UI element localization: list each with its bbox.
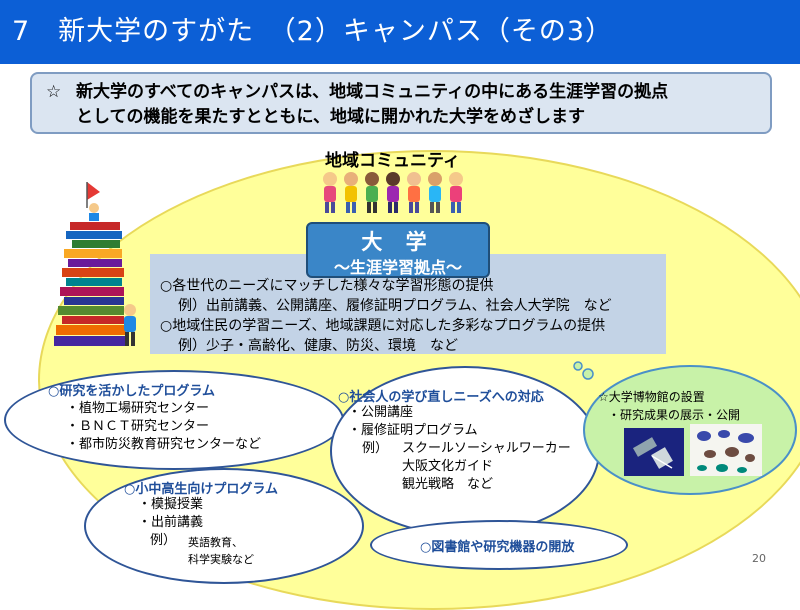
research-programs-bubble: ○研究を活かしたプログラム ・植物工場研究センター ・ＢＮＣＴ研究センター ・都… [4, 370, 344, 470]
school-example-label: 例） [150, 533, 177, 548]
child-figure-icon [124, 304, 136, 346]
satellite-icon [624, 428, 684, 476]
school-programs-bubble: ○小中高生向けプログラム ・模擬授業 ・出前講義 例） 英語教育、 科学実験など [84, 468, 364, 584]
school-item-2: ・出前講義 [138, 515, 204, 530]
research-programs-heading: ○研究を活かしたプログラム [48, 384, 215, 399]
book-stack-illustration [54, 182, 128, 346]
university-subtitle: ～生涯学習拠点～ [333, 258, 462, 277]
child-figures [323, 172, 463, 213]
research-item-1: ・植物工場研究センター [66, 401, 210, 416]
adult-example-1: スクールソーシャルワーカー [402, 441, 571, 456]
adult-relearning-heading: ○社会人の学び直しニーズへの対応 [338, 390, 544, 405]
notice-line-1: 新大学のすべてのキャンパスは、地域コミュニティの中にある生涯学習の拠点 [76, 82, 669, 102]
star-icon: ☆ [46, 82, 62, 102]
adult-example-2: 大阪文化ガイド [402, 459, 494, 474]
research-item-3: ・都市防災教育研究センターなど [66, 437, 262, 452]
adult-relearning-bubble: ○社会人の学び直しニーズへの対応 ・公開講座 ・履修証明プログラム 例） スクー… [330, 366, 600, 536]
school-item-1: ・模擬授業 [138, 497, 204, 512]
adult-item-2: ・履修証明プログラム [348, 423, 478, 438]
children-illustration [323, 172, 463, 213]
learning-form-1: ○各世代のニーズにマッチした様々な学習形態の提供 [160, 278, 494, 294]
university-box: 大 学 ～生涯学習拠点～ [306, 222, 490, 278]
notice-box: ☆ 新大学のすべてのキャンパスは、地域コミュニティの中にある生涯学習の拠点 として… [30, 72, 772, 134]
school-example-2: 科学実験など [188, 553, 254, 566]
butterfly-collection-icon [690, 424, 762, 476]
adult-example-3: 観光戦略 など [402, 477, 494, 492]
page-number: 20 [752, 552, 766, 565]
learning-form-2: ○地域住民の学習ニーズ、地域課題に対応した多彩なプログラムの提供 [160, 318, 606, 334]
museum-item: ・研究成果の展示・公開 [608, 408, 741, 422]
learning-form-2-example: 例）少子・高齢化、健康、防災、環境 など [178, 338, 458, 354]
school-programs-heading: ○小中高生向けプログラム [124, 482, 278, 497]
museum-heading: ☆大学博物館の設置 [598, 390, 705, 404]
school-example-1: 英語教育、 [188, 536, 243, 549]
library-bubble: ○図書館や研究機器の開放 [370, 520, 628, 570]
notice-line-2: としての機能を果たすとともに、地域に開かれた大学をめざします [76, 107, 585, 127]
page-title: 7 新大学のすがた （2）キャンパス（その3） [0, 0, 800, 64]
library-heading: ○図書館や研究機器の開放 [420, 540, 575, 555]
adult-item-1: ・公開講座 [348, 405, 414, 420]
university-title: 大 学 [361, 230, 435, 254]
learning-form-1-example: 例）出前講義、公開講座、履修証明プログラム、社会人大学院 など [178, 298, 612, 314]
community-label: 地域コミュニティ [325, 151, 460, 171]
museum-thought-cloud [573, 361, 797, 495]
research-item-2: ・ＢＮＣＴ研究センター [66, 419, 210, 434]
adult-example-label: 例） [362, 441, 389, 456]
